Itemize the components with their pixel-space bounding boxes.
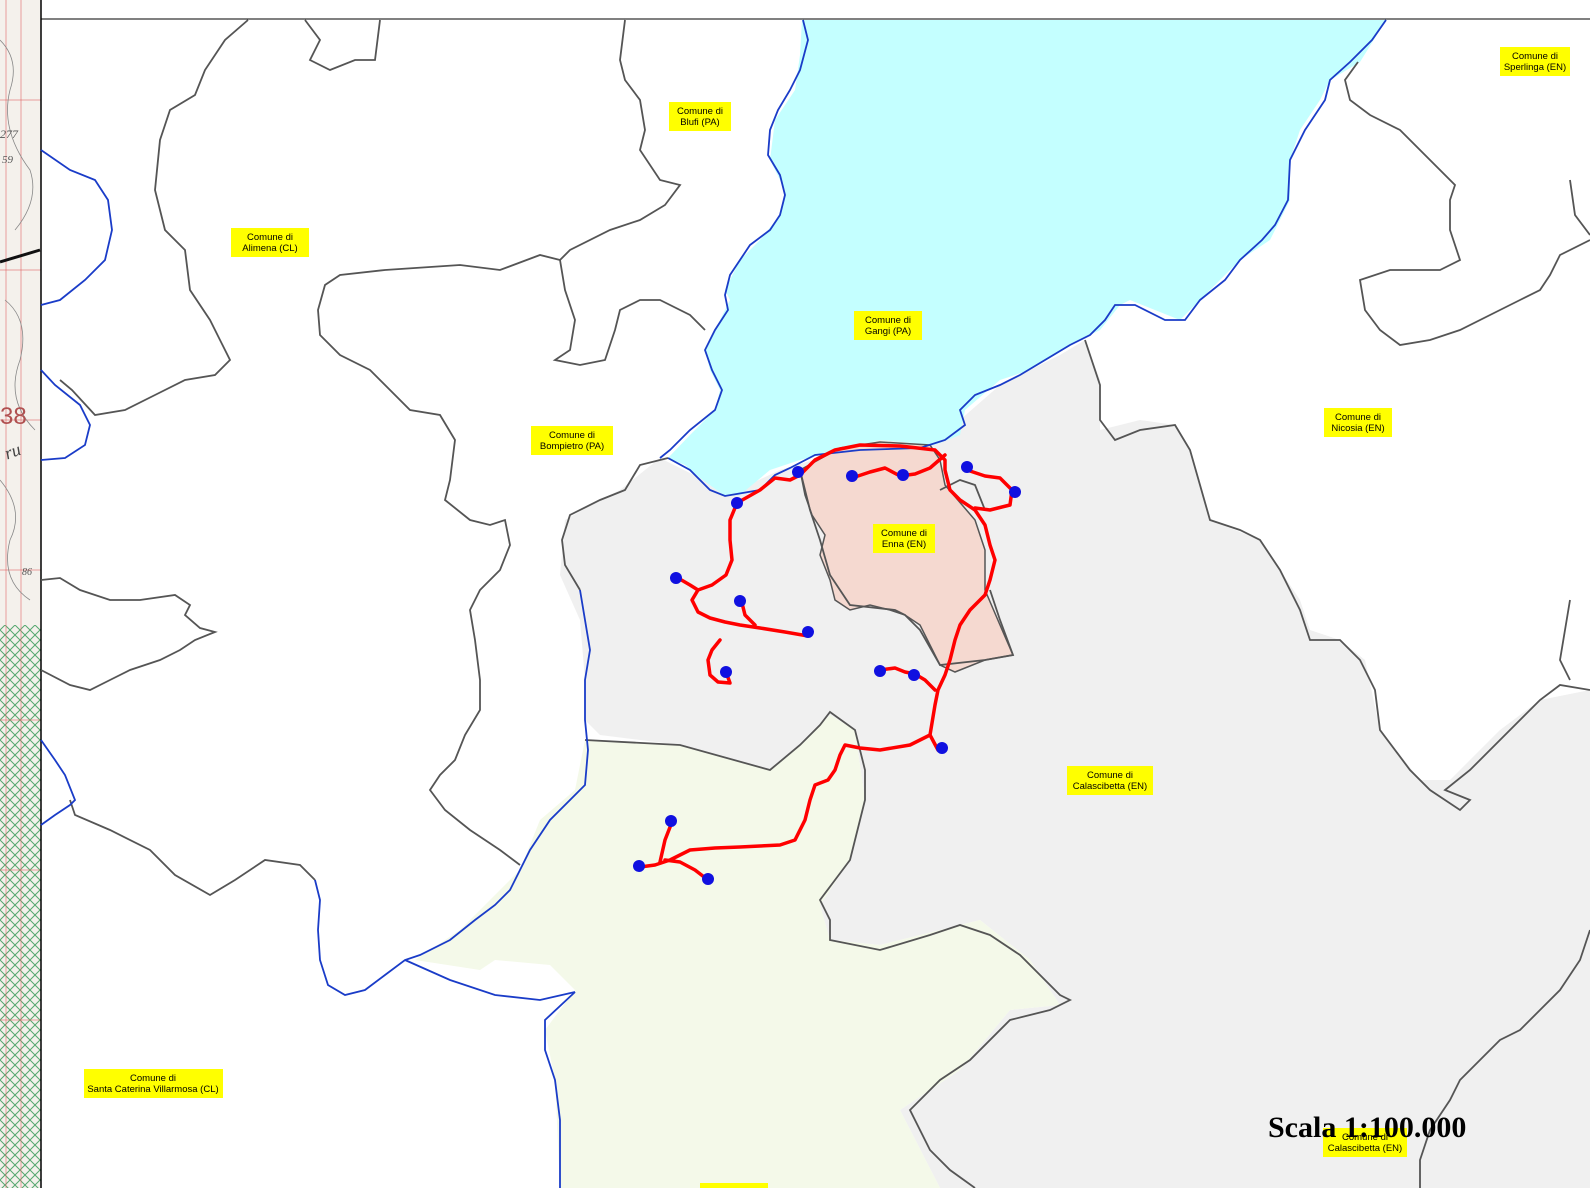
label-santa-caterina-line1: Comune di bbox=[130, 1073, 176, 1084]
label-nicosia: Comune di Nicosia (EN) bbox=[1324, 408, 1392, 437]
label-enna: Comune di Enna (EN) bbox=[873, 524, 935, 553]
label-santa-caterina-line2: Santa Caterina Villarmosa (CL) bbox=[87, 1084, 218, 1095]
label-bompietro-line1: Comune di bbox=[549, 430, 595, 441]
label-sperlinga-line1: Comune di bbox=[1512, 51, 1558, 62]
label-alimena: Comune di Alimena (CL) bbox=[231, 228, 309, 257]
label-enna-line2: Enna (EN) bbox=[882, 539, 926, 550]
topo-text-ru: ru bbox=[2, 439, 24, 463]
municipal-boundaries bbox=[40, 19, 1590, 1188]
label-bompietro-line2: Bompietro (PA) bbox=[540, 441, 604, 452]
topo-text-59: 59 bbox=[2, 154, 14, 166]
waypoints bbox=[633, 461, 1021, 885]
label-nicosia-line2: Nicosia (EN) bbox=[1331, 423, 1384, 434]
rivers bbox=[40, 19, 1387, 1188]
label-alimena-line1: Comune di bbox=[247, 232, 293, 243]
label-sperlinga-line2: Sperlinga (EN) bbox=[1504, 62, 1566, 73]
label-calascibetta-2: Comune di Calascibetta (EN) bbox=[1323, 1128, 1407, 1157]
topo-text-38: 38 bbox=[0, 403, 27, 430]
label-gangi-line1: Comune di bbox=[865, 315, 911, 326]
scale-text: Scala 1:100.000 bbox=[1268, 1111, 1466, 1144]
region-gangi[interactable] bbox=[668, 20, 1386, 496]
label-blufi-line2: Blufi (PA) bbox=[680, 117, 719, 128]
region-calascibetta[interactable] bbox=[560, 340, 1590, 1188]
label-santa-caterina: Comune di Santa Caterina Villarmosa (CL) bbox=[84, 1069, 223, 1098]
label-gangi: Comune di Gangi (PA) bbox=[854, 311, 922, 340]
label-gangi-line2: Gangi (PA) bbox=[865, 326, 911, 337]
label-alimena-line2: Alimena (CL) bbox=[242, 243, 297, 254]
label-calascibetta-line2: Calascibetta (EN) bbox=[1073, 781, 1147, 792]
label-blufi: Comune di Blufi (PA) bbox=[669, 102, 731, 131]
label-enna-line1: Comune di bbox=[881, 528, 927, 539]
label-blufi-line1: Comune di bbox=[677, 106, 723, 117]
label-calascibetta: Comune di Calascibetta (EN) bbox=[1067, 766, 1153, 795]
label-calascibetta-line1: Comune di bbox=[1087, 770, 1133, 781]
label-calascibetta-2-line1: Comune di bbox=[1342, 1132, 1388, 1143]
label-calascibetta-2-line2: Calascibetta (EN) bbox=[1328, 1143, 1402, 1154]
label-partial-bottom bbox=[700, 1183, 768, 1188]
label-bompietro: Comune di Bompietro (PA) bbox=[531, 426, 613, 455]
topo-map-strip: 277 59 38 86 ru bbox=[0, 0, 42, 1188]
region-south[interactable] bbox=[415, 715, 1060, 1188]
topo-text-277: 277 bbox=[0, 127, 19, 141]
label-sperlinga: Comune di Sperlinga (EN) bbox=[1500, 47, 1570, 76]
label-nicosia-line1: Comune di bbox=[1335, 412, 1381, 423]
topo-text-86: 86 bbox=[22, 567, 32, 578]
